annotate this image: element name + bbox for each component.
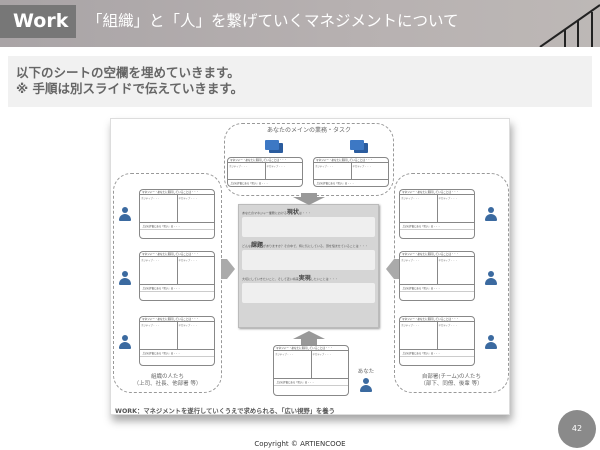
task-cube-icon: [350, 140, 364, 150]
card-header: マネジャー・あなたに期待していることは・・・: [140, 252, 214, 257]
person-icon: [119, 335, 131, 349]
card-header: マネジャー・あなたに期待していることは・・・: [314, 158, 388, 163]
worksheet-card: マネジャー・あなたに期待していることは・・・ポジティブ・・・ ネガティブ・・・上記…: [399, 316, 475, 366]
card-footer: 上記の評価にある「思い」は・・・: [400, 285, 474, 292]
positive-label: ポジティブ・・・: [401, 324, 420, 327]
arrow-up: [293, 331, 325, 345]
arrow-right: [221, 259, 235, 279]
negative-label: ネガティブ・・・: [350, 163, 389, 179]
arrows: [221, 193, 400, 345]
goal-label: 大切にしていきたいこと、そして近い将来実現したいことは・・・: [242, 275, 338, 282]
card-footer: 上記の評価にある「思い」は・・・: [140, 350, 214, 357]
negative-label: ネガティブ・・・: [436, 195, 475, 222]
negative-label: ネガティブ・・・: [436, 257, 475, 284]
current-state-field: [242, 217, 375, 237]
worksheet-card: マネジャー・あなたに期待していることは・・・ポジティブ・・・ ネガティブ・・・上記…: [273, 345, 349, 396]
group-title: あなたのメインの業務・タスク: [266, 127, 351, 134]
card-footer: 上記の評価にある「思い」は・・・: [400, 223, 474, 230]
instruction-line: ※ 手順は別スライドで伝えていきます。: [16, 81, 244, 96]
card-footer: 上記の評価にある「思い」は・・・: [314, 180, 388, 186]
issue-field: [242, 250, 375, 270]
positive-label: ポジティブ・・・: [275, 353, 294, 356]
card-header: マネジャー・あなたに期待していることは・・・: [400, 252, 474, 257]
positive-label: ポジティブ・・・: [229, 165, 248, 168]
worksheet-card: マネジャー・あなたに期待していることは・・・ポジティブ・・・ ネガティブ・・・上記…: [139, 251, 215, 301]
card-header: マネジャー・あなたに期待していることは・・・: [140, 317, 214, 322]
person-icon: [119, 207, 131, 221]
arrow-down: [293, 193, 325, 205]
negative-label: ネガティブ・・・: [176, 322, 215, 349]
page-number: 42: [558, 410, 596, 448]
worksheet-card: マネジャー・あなたに期待していることは・・・ポジティブ・・・ ネガティブ・・・上記…: [139, 189, 215, 239]
card-header: マネジャー・あなたに期待していることは・・・: [400, 317, 474, 322]
person-icon: [485, 335, 497, 349]
worksheet-card: マネジャー・あなたに期待していることは・・・ポジティブ・・・ ネガティブ・・・上記…: [139, 316, 215, 366]
positive-label: ポジティブ・・・: [141, 324, 160, 327]
worksheet-card: マネジャー・あなたに期待していることは・・・ポジティブ・・・ ネガティブ・・・上記…: [399, 251, 475, 301]
issue-label: どんな課題がありますか？その中で、特に気にしている、頭を悩ませていることは・・・: [242, 242, 368, 249]
organization-group: 組織の人たち（上司、社長、他部署 等）: [113, 173, 222, 393]
group-title: 自部署(チーム)の人たち（部下、同僚、後輩 等）: [420, 374, 483, 387]
railing-decoration: [539, 4, 600, 47]
negative-label: ネガティブ・・・: [176, 195, 215, 222]
card-header: マネジャー・あなたに期待していることは・・・: [140, 190, 214, 195]
positive-label: ポジティブ・・・: [401, 197, 420, 200]
instructions-box: 以下のシートの空欄を埋めていきます。 ※ 手順は別スライドで伝えていきます。: [8, 56, 592, 107]
negative-label: ネガティブ・・・: [176, 257, 215, 284]
worksheet-card: マネジャー・あなたに期待していることは・・・ポジティブ・・・ ネガティブ・・・上記…: [399, 189, 475, 239]
worksheet-image: あなたのメインの業務・タスク 組織の人たち（上司、社長、他部署 等） 自部署(チ…: [110, 118, 510, 415]
card-header: マネジャー・あなたに期待していることは・・・: [400, 190, 474, 195]
card-header: マネジャー・あなたに期待していることは・・・: [228, 158, 302, 163]
group-title: 組織の人たち（上司、社長、他部署 等）: [133, 374, 202, 387]
worksheet-footer: WORK：マネジメントを遂行していくうえで求められる、「広い視野」を養う: [115, 408, 335, 415]
positive-label: ポジティブ・・・: [141, 259, 160, 262]
goal-field: [242, 283, 375, 303]
negative-label: ネガティブ・・・: [310, 351, 349, 379]
you-label: あなた: [357, 369, 375, 375]
negative-label: ネガティブ・・・: [264, 163, 303, 179]
positive-label: ポジティブ・・・: [401, 259, 420, 262]
card-footer: 上記の評価にある「思い」は・・・: [140, 285, 214, 292]
card-footer: 上記の評価にある「思い」は・・・: [274, 379, 348, 387]
person-icon: [119, 271, 131, 285]
task-cube-icon: [265, 140, 279, 150]
instruction-line: 以下のシートの空欄を埋めていきます。: [16, 65, 240, 80]
positive-label: ポジティブ・・・: [141, 197, 160, 200]
worksheet-card: マネジャー・あなたに期待していることは・・・ポジティブ・・・ ネガティブ・・・上記…: [313, 157, 389, 187]
you-person-icon: [360, 378, 372, 392]
card-header: マネジャー・あなたに期待していることは・・・: [274, 346, 348, 351]
positive-label: ポジティブ・・・: [315, 165, 334, 168]
copyright: Copyright © ARTIENCOOE: [254, 440, 346, 448]
team-group: 自部署(チーム)の人たち（部下、同僚、後輩 等）: [394, 173, 509, 393]
card-footer: 上記の評価にある「思い」は・・・: [140, 223, 214, 230]
arrow-left: [386, 259, 400, 279]
person-icon: [485, 207, 497, 221]
header-banner: [0, 0, 600, 47]
card-footer: 上記の評価にある「思い」は・・・: [400, 350, 474, 357]
negative-label: ネガティブ・・・: [436, 322, 475, 349]
current-state-label: あなたのマネジャー業務における現状は・・・: [242, 209, 311, 216]
slide-title: 「組織」と「人」を繋げていくマネジメントについて: [87, 12, 459, 30]
person-icon: [485, 271, 497, 285]
card-footer: 上記の評価にある「思い」は・・・: [228, 180, 302, 186]
work-badge: Work: [0, 5, 76, 38]
worksheet-card: マネジャー・あなたに期待していることは・・・ポジティブ・・・ ネガティブ・・・上記…: [227, 157, 303, 187]
